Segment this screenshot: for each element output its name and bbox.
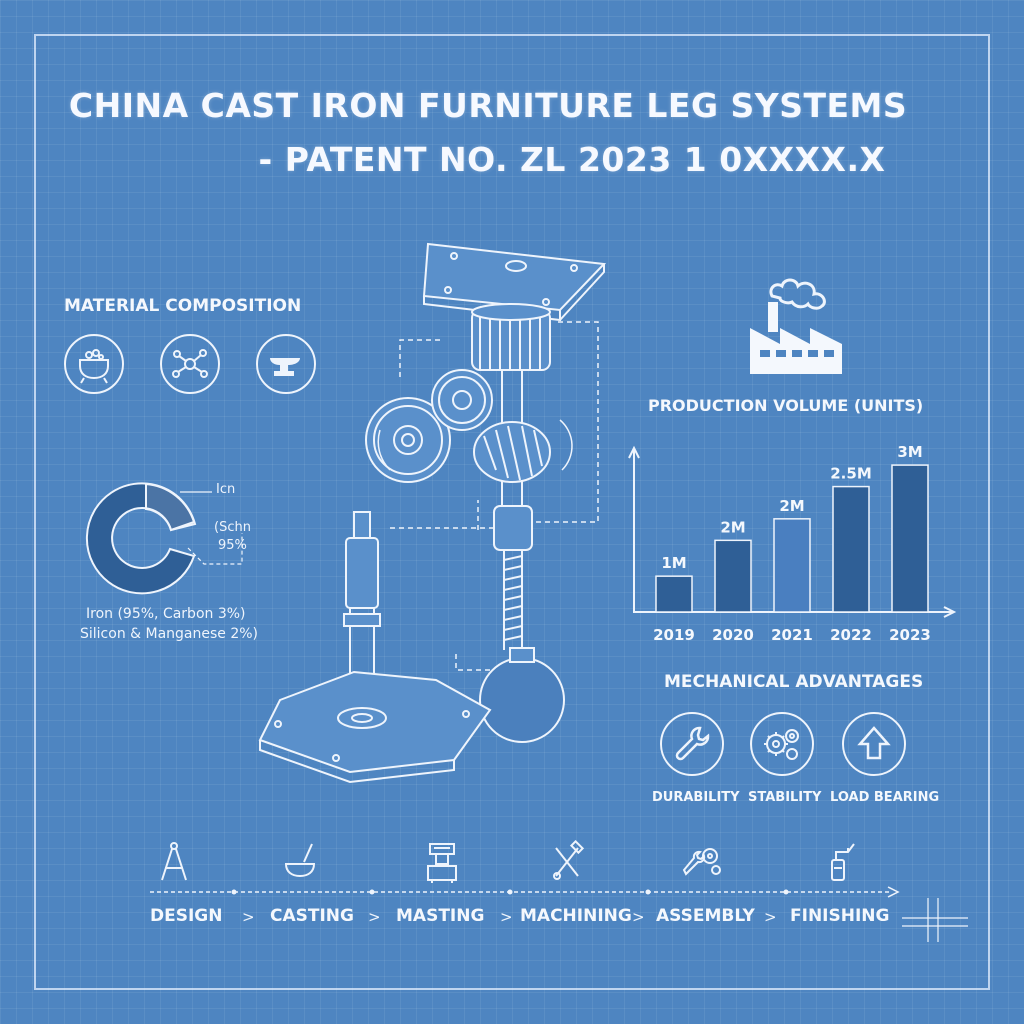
donut-iron-segment bbox=[85, 482, 197, 595]
advantages-heading: MECHANICAL ADVANTAGES bbox=[664, 672, 924, 692]
step-design: DESIGN bbox=[150, 906, 223, 926]
process-timeline bbox=[150, 886, 900, 898]
step-separator: > bbox=[764, 908, 777, 926]
step-separator: > bbox=[632, 908, 645, 926]
composition-donut bbox=[85, 482, 197, 595]
advantage-load-bearing: LOAD BEARING bbox=[830, 790, 940, 805]
blueprint-frame bbox=[34, 34, 990, 990]
compass-icon bbox=[161, 842, 187, 881]
furniture-leg-mechanism-diagram bbox=[258, 242, 607, 784]
x-tick-label: 2020 bbox=[712, 626, 754, 644]
assembly-guide-lines bbox=[390, 321, 599, 671]
bar-value-label: 2.5M bbox=[830, 465, 872, 483]
bar-2023 bbox=[891, 464, 929, 613]
x-tick-label: 2022 bbox=[830, 626, 872, 644]
bar-2022 bbox=[832, 485, 870, 613]
bar-2019 bbox=[655, 575, 693, 613]
donut-label-top: Icn bbox=[216, 482, 236, 497]
step-separator: > bbox=[500, 908, 513, 926]
x-tick-label: 2021 bbox=[771, 626, 813, 644]
cauldron-icon bbox=[64, 334, 124, 394]
y-axis-arrow bbox=[628, 445, 640, 459]
step-assembly: ASSEMBLY bbox=[656, 906, 755, 926]
page-title: CHINA CAST IRON FURNITURE LEG SYSTEMS bbox=[68, 86, 908, 125]
advantage-durability: DURABILITY bbox=[652, 790, 740, 805]
arrow-up-icon bbox=[842, 712, 906, 776]
anvil-icon bbox=[256, 334, 316, 394]
donut-leader-lines bbox=[180, 491, 243, 565]
ladle-icon bbox=[284, 843, 316, 878]
bar-2021 bbox=[773, 518, 811, 613]
composition-caption-2: Silicon & Manganese 2%) bbox=[80, 626, 259, 642]
ball-foot bbox=[479, 657, 565, 743]
factory-icon bbox=[750, 278, 842, 374]
left-post bbox=[343, 511, 381, 706]
press-icon bbox=[427, 843, 457, 883]
tools-icon bbox=[553, 840, 585, 880]
left-gear bbox=[365, 397, 451, 483]
bar-value-label: 1M bbox=[661, 554, 686, 572]
step-separator: > bbox=[368, 908, 381, 926]
bar-value-label: 3M bbox=[897, 443, 922, 461]
bar-value-label: 2M bbox=[720, 518, 745, 536]
page-subtitle: - PATENT NO. ZL 2023 1 0XXXX.X bbox=[258, 140, 886, 179]
step-finishing: FINISHING bbox=[790, 906, 890, 926]
step-casting: CASTING bbox=[270, 906, 354, 926]
spray-icon bbox=[831, 843, 855, 881]
middle-gear bbox=[431, 369, 493, 431]
step-separator: > bbox=[242, 908, 255, 926]
x-tick-label: 2023 bbox=[889, 626, 931, 644]
donut-other-segment bbox=[145, 482, 196, 532]
molecule-icon bbox=[160, 334, 220, 394]
bar-2020 bbox=[714, 539, 752, 613]
helical-gear bbox=[473, 421, 551, 483]
top-spur-gear bbox=[471, 303, 551, 371]
production-volume-chart: 1M 2M 2M 2.5M 3M 2019 2020 2021 2022 2023 bbox=[628, 443, 957, 644]
gears-icon bbox=[750, 712, 814, 776]
donut-label-mid1: (Schn bbox=[214, 520, 251, 535]
composition-caption-1: Iron (95%, Carbon 3%) bbox=[86, 606, 246, 622]
wrench-icon bbox=[660, 712, 724, 776]
shaft-collar bbox=[493, 505, 533, 551]
step-machining: MACHINING bbox=[520, 906, 632, 926]
x-tick-label: 2019 bbox=[653, 626, 695, 644]
step-masting: MASTING bbox=[396, 906, 485, 926]
base-plate bbox=[258, 670, 492, 784]
donut-label-mid2: 95% bbox=[218, 538, 247, 553]
bar-value-label: 2M bbox=[779, 497, 804, 515]
corner-crosshair bbox=[902, 898, 968, 942]
material-heading: MATERIAL COMPOSITION bbox=[64, 296, 302, 316]
advantage-stability: STABILITY bbox=[748, 790, 822, 805]
x-axis-arrow bbox=[943, 606, 957, 618]
gear-wrench-icon bbox=[682, 848, 721, 876]
chart-title: PRODUCTION VOLUME (UNITS) bbox=[648, 396, 924, 415]
threaded-rod bbox=[503, 550, 523, 650]
